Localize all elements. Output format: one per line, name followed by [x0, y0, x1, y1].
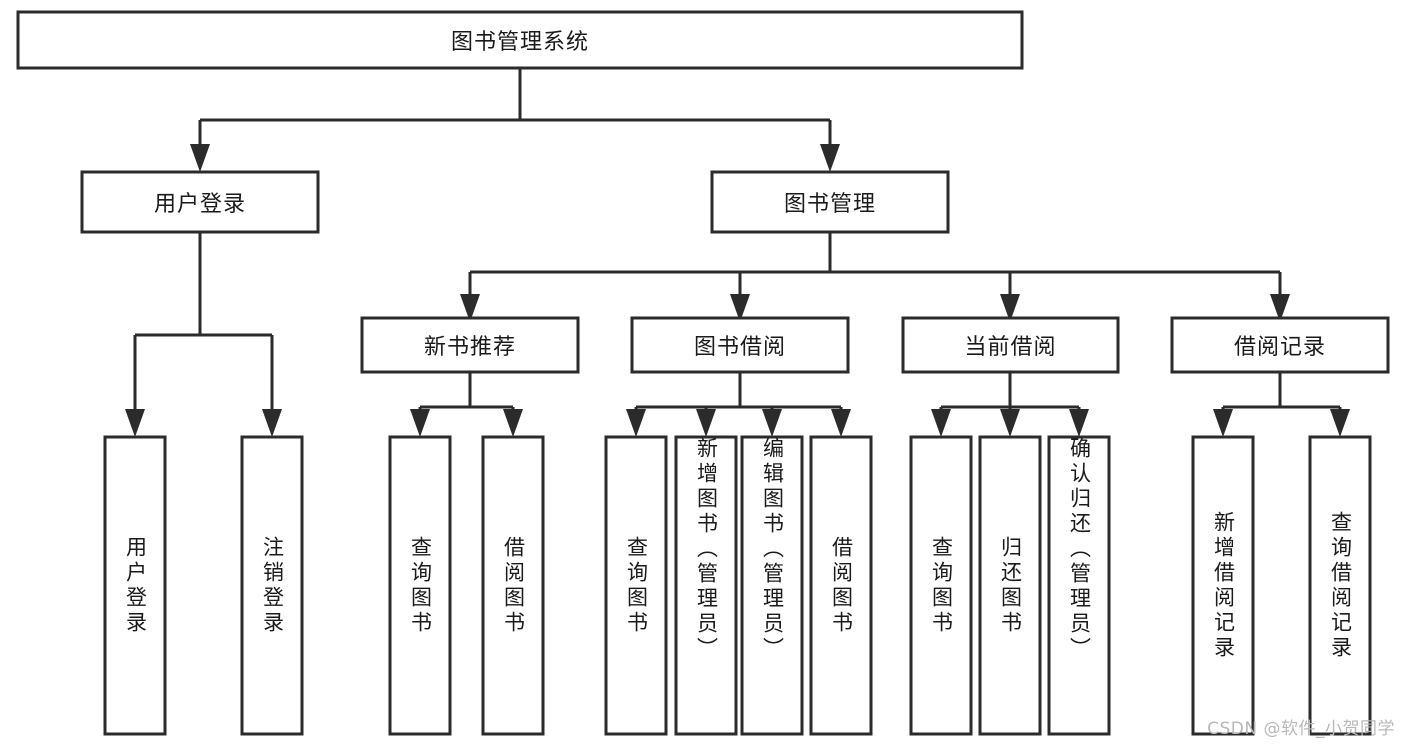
node-box-leaf-7[interactable] — [809, 435, 873, 736]
node-box-new-book-recommend[interactable] — [360, 316, 580, 374]
connector-group-root-to-level1 — [190, 68, 840, 172]
arrow-head-leaf-return-book — [1000, 409, 1020, 437]
arrow-head-leaf-query-book-3 — [931, 409, 951, 437]
arrow-head-leaf-add-book — [696, 409, 716, 437]
node-box-leaf-2[interactable] — [388, 435, 452, 736]
node-box-book-borrow[interactable] — [630, 316, 850, 374]
node-box-leaf-5[interactable] — [674, 435, 738, 736]
arrow-head-book-borrow — [730, 294, 750, 322]
node-box-current-borrow[interactable] — [901, 316, 1120, 374]
node-box-user-login[interactable] — [80, 170, 320, 234]
node-box-borrow-record[interactable] — [1170, 316, 1390, 374]
node-box-leaf-1[interactable] — [240, 435, 304, 736]
node-box-leaf-8[interactable] — [909, 435, 973, 736]
arrow-head-new-book-rec — [460, 294, 480, 322]
arrow-head-leaf-add-record — [1213, 409, 1233, 437]
node-box-leaf-3[interactable] — [481, 435, 545, 736]
arrow-head-leaf-borrow-book-1 — [503, 409, 523, 437]
node-box-leaf-10[interactable] — [1047, 435, 1111, 736]
arrow-head-user-login — [190, 144, 210, 172]
arrow-head-leaf-query-record — [1330, 409, 1350, 437]
connector-group-newbook-to-leaves — [410, 372, 523, 437]
connector-group-currentborrow-to-leaves — [931, 372, 1089, 437]
arrow-head-leaf-confirm-return — [1069, 409, 1089, 437]
connector-group-borrowrecord-to-leaves — [1213, 372, 1350, 437]
node-box-root[interactable] — [16, 10, 1024, 70]
arrow-head-leaf-edit-book — [762, 409, 782, 437]
arrow-head-leaf-borrow-book-2 — [831, 409, 851, 437]
node-box-leaf-9[interactable] — [978, 435, 1042, 736]
connector-group-bookborrow-to-leaves — [626, 372, 851, 437]
connector-group-book-to-level2 — [460, 232, 1290, 322]
node-box-book-manage[interactable] — [710, 170, 950, 234]
node-box-leaf-12[interactable] — [1308, 435, 1372, 736]
arrow-head-borrow-record — [1270, 294, 1290, 322]
arrow-head-current-borrow — [1000, 294, 1020, 322]
node-box-leaf-6[interactable] — [740, 435, 804, 736]
arrow-head-leaf-user-login — [125, 409, 145, 437]
arrow-head-leaf-logout — [262, 409, 282, 437]
node-box-leaf-11[interactable] — [1191, 435, 1255, 736]
arrow-head-book-manage — [820, 144, 840, 172]
connector-group-user-to-leaves — [125, 232, 282, 437]
arrow-head-leaf-query-book-1 — [410, 409, 430, 437]
csdn-watermark: CSDN @软件_小贺同学 — [1207, 719, 1395, 739]
node-box-leaf-4[interactable] — [604, 435, 668, 736]
node-box-leaf-0[interactable] — [103, 435, 167, 736]
arrow-head-leaf-query-book-2 — [626, 409, 646, 437]
